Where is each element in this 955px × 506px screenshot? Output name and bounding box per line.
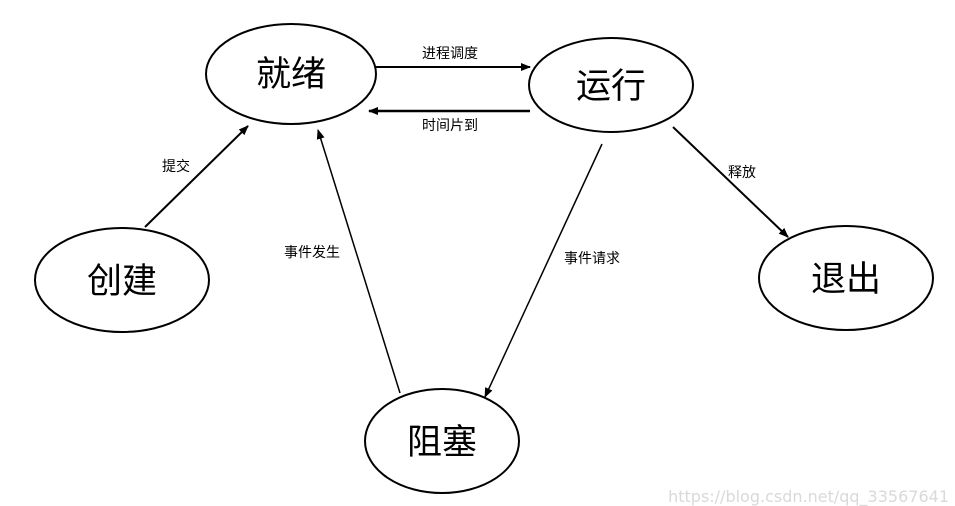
edge-submit: 提交 — [144, 125, 249, 228]
state-exit-label: 退出 — [811, 260, 881, 300]
state-exit: 退出 — [758, 225, 934, 331]
edge-release-label: 释放 — [728, 165, 756, 181]
state-running-label: 运行 — [576, 67, 646, 107]
state-create-label: 创建 — [87, 262, 157, 302]
edge-process-schedule: 进程调度 — [376, 46, 531, 71]
state-ready-label: 就绪 — [256, 55, 326, 95]
state-create: 创建 — [34, 227, 210, 333]
edge-event-request-label: 事件请求 — [564, 251, 620, 267]
edge-submit-label: 提交 — [162, 158, 190, 175]
edge-event-request: 事件请求 — [484, 143, 620, 398]
watermark: https://blog.csdn.net/qq_33567641 — [668, 487, 949, 506]
edge-event-occurs: 事件发生 — [284, 129, 401, 394]
edge-process-schedule-label: 进程调度 — [422, 46, 478, 62]
state-blocked-label: 阻塞 — [407, 423, 477, 463]
state-ready: 就绪 — [205, 23, 377, 125]
edge-event-occurs-label: 事件发生 — [284, 245, 340, 261]
edge-time-slice-label: 时间片到 — [422, 118, 478, 134]
state-blocked: 阻塞 — [364, 388, 520, 494]
edge-release: 释放 — [672, 126, 789, 238]
state-running: 运行 — [528, 37, 694, 133]
edge-time-slice: 时间片到 — [368, 107, 530, 134]
